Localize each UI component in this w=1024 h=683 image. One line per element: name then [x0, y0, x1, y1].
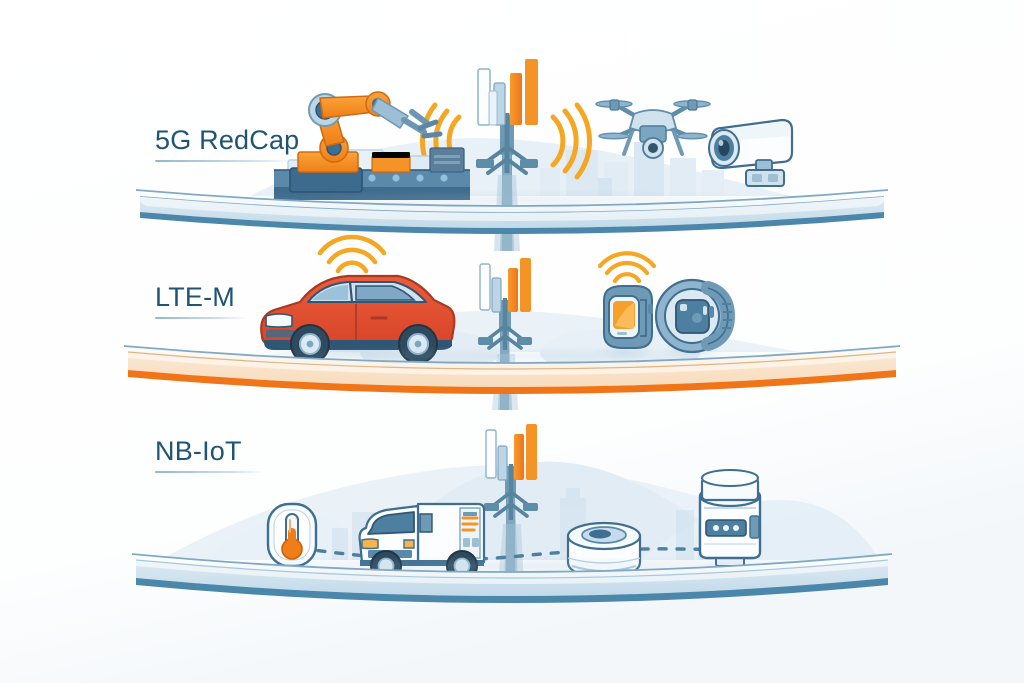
tier-label-5g-redcap: 5G RedCap: [155, 125, 300, 155]
tier-underline-5g-redcap: [155, 160, 295, 162]
drone: [595, 99, 711, 159]
tier-underline-lte-m: [155, 317, 247, 319]
platform-nb-iot: [131, 553, 893, 603]
tier-lte-m-scene: [123, 234, 901, 410]
platform-lte-m: [123, 345, 901, 394]
industrial-robot-arm: [289, 91, 443, 193]
connected-car: [260, 274, 456, 364]
tier-5g-redcap-scene: [135, 59, 889, 251]
signal-arcs-watch: [597, 251, 657, 284]
tier-underline-nb-iot: [155, 471, 265, 473]
signal-arcs-right-5g: [550, 102, 592, 180]
tier-label-nb-iot: NB-IoT: [155, 436, 242, 466]
tier-nb-iot-scene: [131, 424, 893, 603]
platform-5g-redcap: [135, 189, 889, 234]
signal-arcs-car: [317, 234, 387, 274]
security-camera: [708, 118, 794, 187]
tier-label-lte-m: LTE-M: [155, 282, 235, 312]
